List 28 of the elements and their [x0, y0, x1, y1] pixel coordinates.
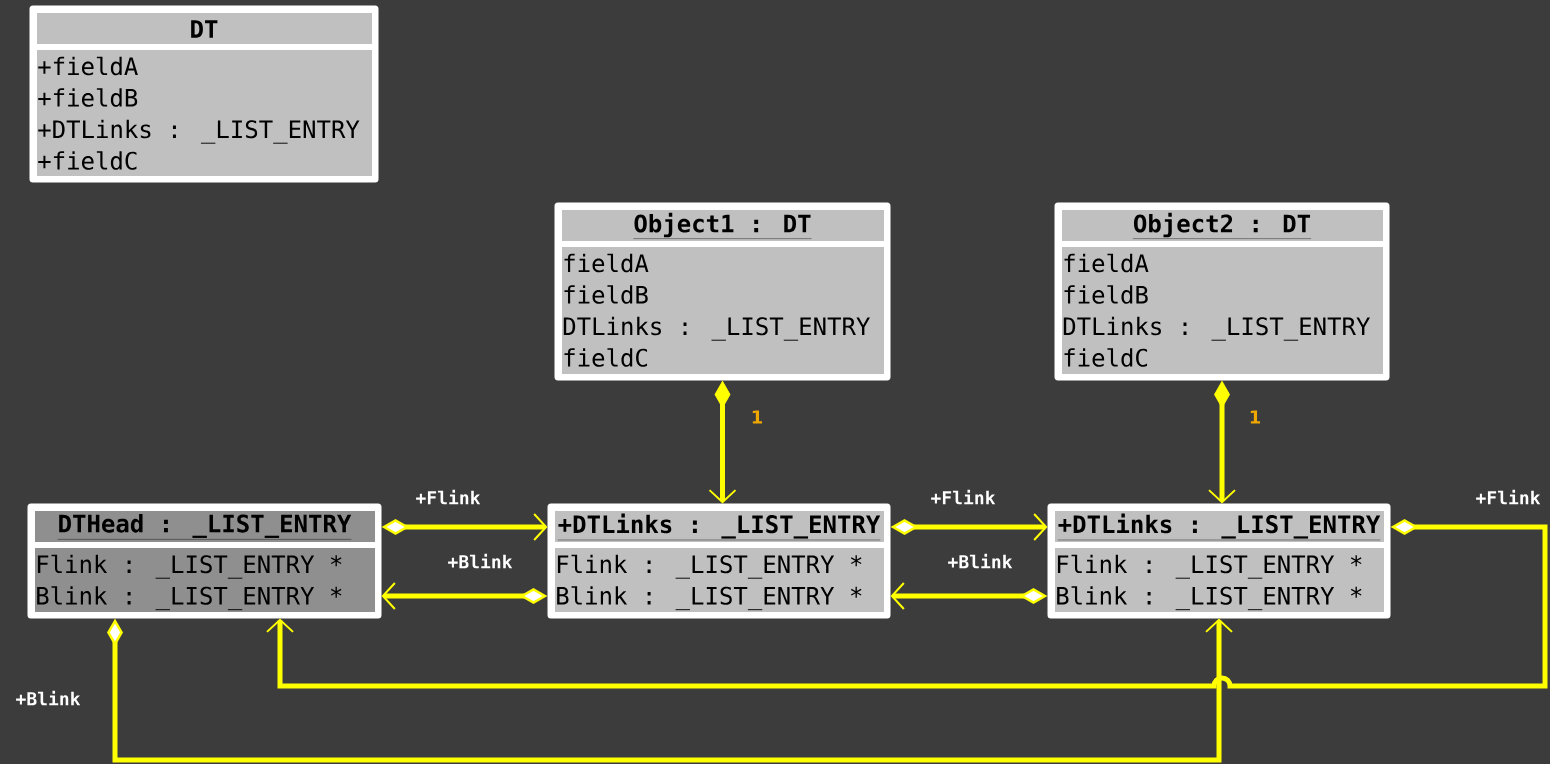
attribute-text: fieldA [564, 253, 649, 273]
association-arrow [266, 519, 1548, 689]
attribute-text: +fieldA [38, 56, 138, 76]
class-title: +DTLinks : _LIST_ENTRY [557, 513, 881, 541]
class-title: Object1 : DT [633, 212, 812, 239]
class-title: +DTLinks : _LIST_ENTRY [1057, 513, 1381, 541]
attribute-text: Blink : _LIST_ENTRY * [1057, 586, 1362, 611]
attribute-text: fieldC [1064, 348, 1148, 367]
attribute-text: +fieldB [38, 88, 138, 107]
class-title: DT [191, 20, 218, 38]
attribute-text: Flink : _LIST_ENTRY * [557, 554, 862, 579]
class-title: DTHead : _LIST_ENTRY [57, 514, 352, 540]
attribute-text: fieldC [564, 348, 648, 367]
attribute-text: Flink : _LIST_ENTRY * [1057, 554, 1362, 579]
attribute-text: fieldB [1064, 285, 1148, 304]
attribute-text: fieldB [564, 285, 648, 304]
association-arrow [708, 381, 737, 504]
attribute-text: +fieldC [38, 151, 137, 170]
class-title: Object2 : DT [1132, 212, 1312, 239]
attribute-text: Blink : _LIST_ENTRY * [557, 586, 862, 611]
attribute-text: Blink : _LIST_ENTRY * [37, 586, 342, 611]
association-arrow [1208, 381, 1236, 504]
attribute-text: +DTLinks : _LIST_ENTRY [38, 119, 360, 144]
attribute-text: DTLinks : _LIST_ENTRY [1063, 316, 1370, 341]
attribute-text: DTLinks : _LIST_ENTRY [563, 316, 870, 341]
association-arrow [107, 618, 1233, 763]
attribute-text: fieldA [1064, 253, 1149, 273]
attribute-text: Flink : _LIST_ENTRY * [37, 554, 342, 579]
